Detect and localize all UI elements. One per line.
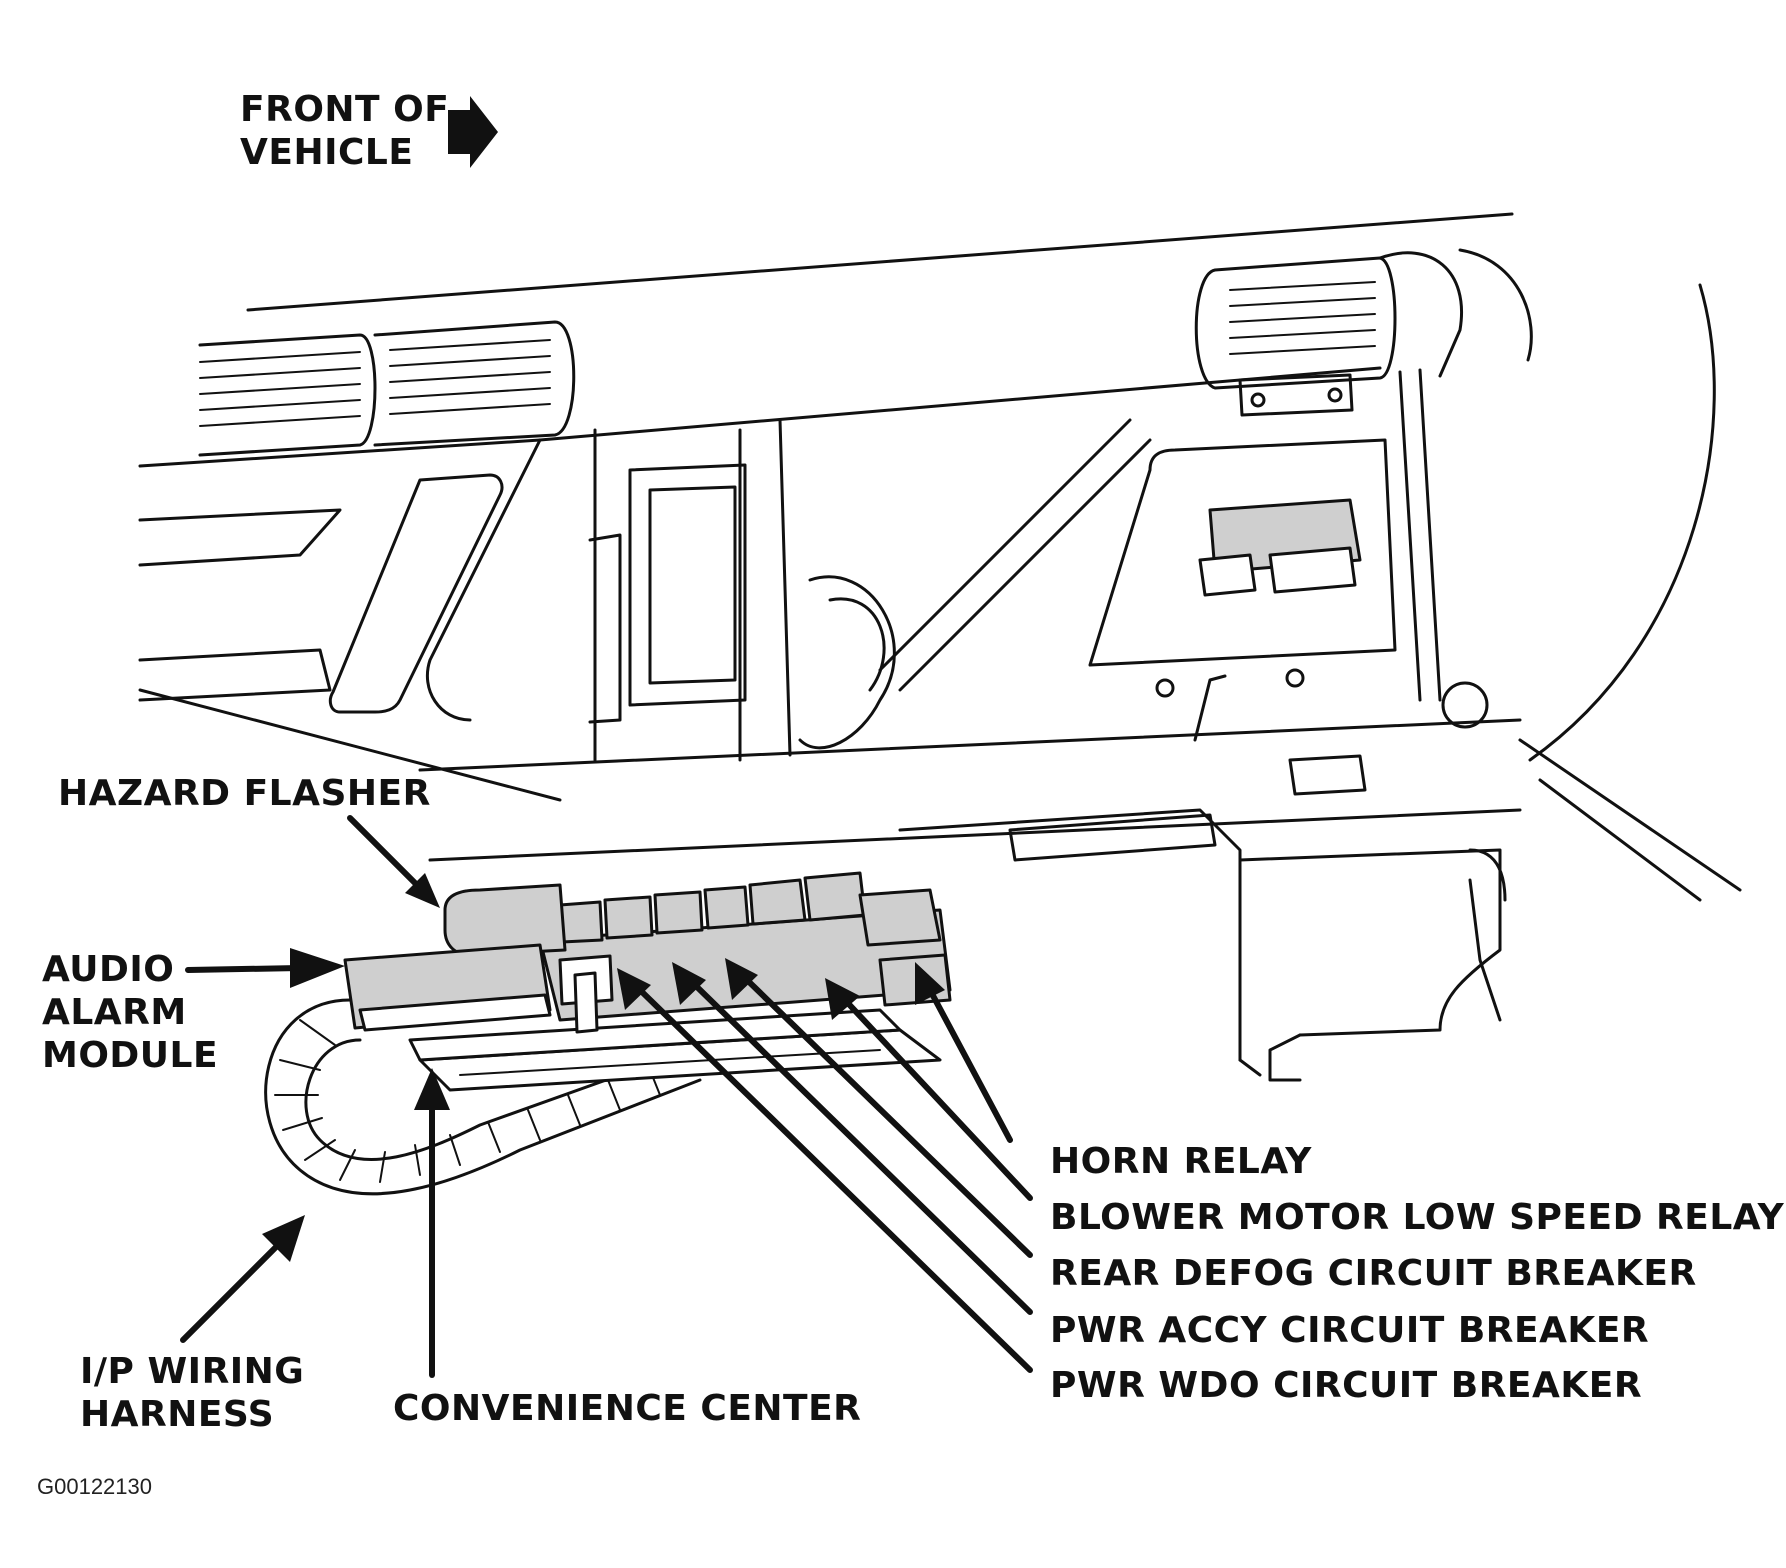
instrument-panel	[138, 212, 1742, 902]
label-ip-wiring-line1: I/P WIRING	[80, 1351, 305, 1392]
center-frame	[588, 368, 1489, 762]
right-vent	[1194, 251, 1463, 390]
front-of-vehicle-line2: VEHICLE	[240, 132, 414, 173]
left-trim	[138, 438, 542, 722]
pwr-wdo-arrowhead	[617, 968, 651, 1010]
rear-defog-pointer	[742, 975, 1033, 1258]
rear-defog-arrowhead	[725, 958, 758, 1000]
label-audio-alarm-line3: MODULE	[42, 1035, 219, 1076]
pwr-accy-pointer	[692, 982, 1033, 1315]
upper-relay-bracket	[1088, 373, 1397, 742]
label-horn-relay: HORN RELAY	[1050, 1141, 1312, 1182]
label-audio-alarm-line2: ALARM	[42, 992, 187, 1033]
hazard-flasher-pointer	[347, 815, 428, 896]
audio-alarm-pointer	[185, 965, 303, 973]
pwr-accy-arrowhead	[672, 962, 706, 1005]
right-arrow-icon	[448, 96, 498, 168]
upper-harness-loop	[798, 575, 896, 750]
convenience-center-arrowhead	[414, 1068, 450, 1110]
horn-relay-pointer	[927, 987, 1013, 1143]
audio-alarm-arrowhead	[290, 948, 345, 988]
ip-wiring-harness	[264, 998, 702, 1196]
blower-relay-pointer	[842, 997, 1033, 1201]
label-audio-alarm-line1: AUDIO	[42, 949, 175, 990]
front-of-vehicle-line1: FRONT OF	[240, 89, 450, 130]
label-pwr-accy-circuit-breaker: PWR ACCY CIRCUIT BREAKER	[1050, 1310, 1650, 1351]
pwr-wdo-pointer	[637, 987, 1033, 1373]
label-blower-motor-low-speed-relay: BLOWER MOTOR LOW SPEED RELAY	[1050, 1197, 1785, 1238]
blower-relay-arrowhead	[825, 978, 860, 1020]
ip-harness-pointer	[180, 1242, 281, 1343]
label-convenience-center: CONVENIENCE CENTER	[393, 1388, 862, 1429]
label-pwr-wdo-circuit-breaker: PWR WDO CIRCUIT BREAKER	[1050, 1365, 1643, 1406]
label-rear-defog-circuit-breaker: REAR DEFOG CIRCUIT BREAKER	[1050, 1253, 1697, 1294]
figure-id: G00122130	[37, 1474, 152, 1499]
label-hazard-flasher: HAZARD FLASHER	[58, 773, 431, 814]
callout-pointers	[180, 815, 1033, 1378]
label-ip-wiring-line2: HARNESS	[80, 1394, 275, 1435]
horn-relay-arrowhead	[915, 962, 945, 1005]
hazard-flasher-arrowhead	[405, 873, 440, 908]
ip-harness-arrowhead	[262, 1215, 305, 1262]
lower-bracket	[898, 754, 1507, 1082]
left-vents	[198, 320, 576, 457]
